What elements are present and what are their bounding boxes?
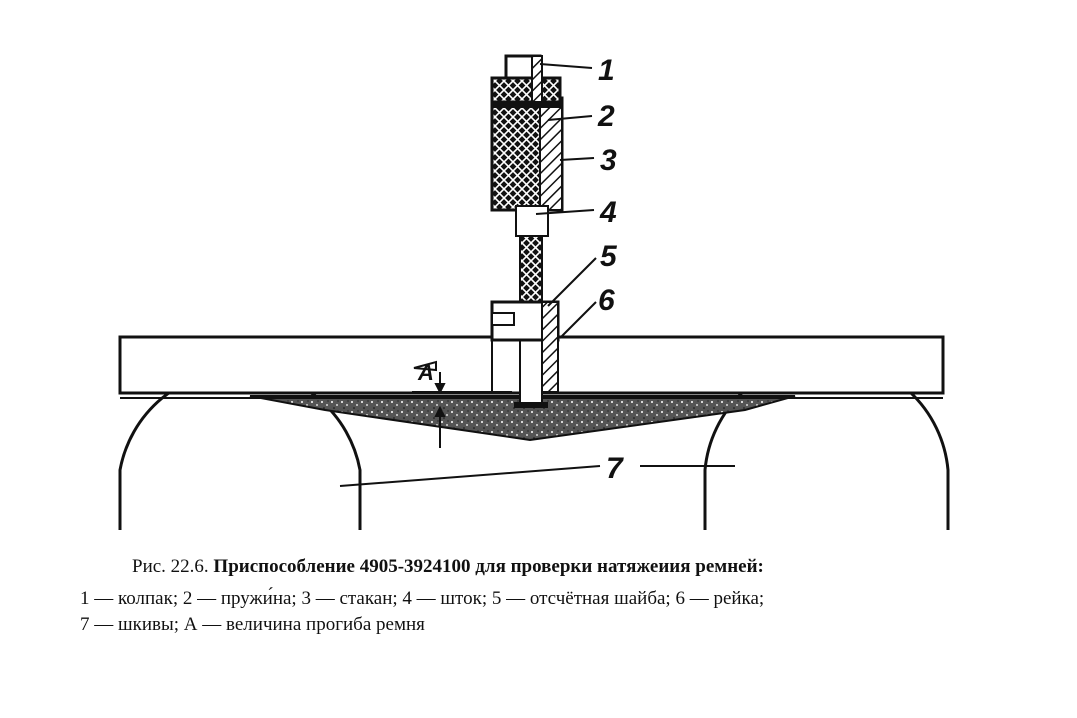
caption-title: Приспособление 4905-3924100 для проверки… bbox=[213, 556, 764, 577]
deflection-dimension bbox=[412, 360, 512, 448]
part-label-3: 3 bbox=[600, 144, 617, 177]
belt bbox=[249, 395, 796, 442]
part-label-4: 4 bbox=[599, 196, 617, 229]
belt-tension-tool-diagram: 1 2 3 4 5 6 7 A bbox=[118, 54, 950, 530]
part-label-6: 6 bbox=[598, 284, 615, 317]
leader-lines bbox=[339, 63, 735, 487]
part-label-5: 5 bbox=[600, 240, 618, 273]
deflection-label: A bbox=[417, 360, 434, 385]
legend-line-2: 7 — шкивы; А — величина прогиба ремня bbox=[80, 614, 425, 635]
cap bbox=[490, 54, 562, 104]
part-label-7: 7 bbox=[606, 452, 624, 485]
cup bbox=[490, 96, 564, 237]
figure-caption: Рис. 22.6. Приспособление 4905-3924100 д… bbox=[132, 556, 764, 578]
legend-line-1: 1 — колпак; 2 — пружи́на; 3 — стакан; 4 … bbox=[80, 588, 765, 609]
indicator-washer bbox=[490, 300, 560, 393]
caption-prefix: Рис. 22.6. bbox=[132, 556, 209, 577]
spring bbox=[492, 100, 562, 108]
part-label-2: 2 bbox=[597, 100, 615, 133]
part-label-1: 1 bbox=[598, 54, 615, 87]
